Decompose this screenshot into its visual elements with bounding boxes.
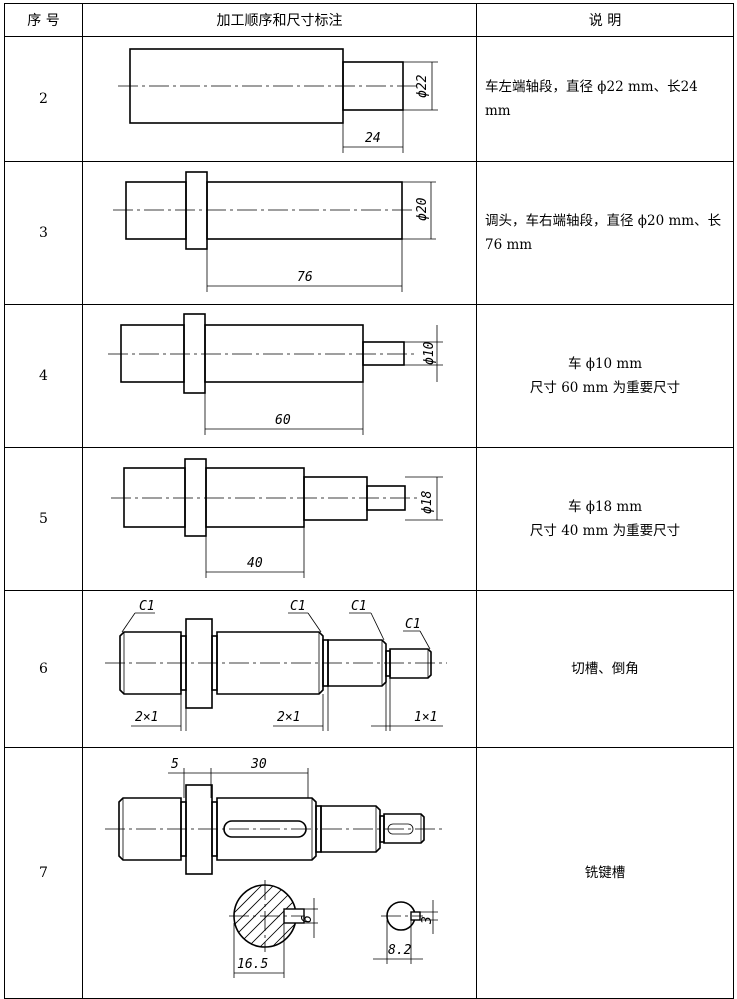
row-number: 2 bbox=[4, 36, 83, 162]
dim-c1-b: C1 bbox=[290, 599, 306, 614]
row-desc: 车左端轴段，直径 ϕ22 mm、长24 mm bbox=[476, 36, 734, 162]
drawing-step-4: ϕ10 60 bbox=[82, 304, 477, 448]
table-row: 7 5 30 bbox=[4, 747, 734, 999]
dim-76: 76 bbox=[297, 270, 313, 285]
dim-6: 6 bbox=[300, 915, 315, 923]
dim-40: 40 bbox=[247, 556, 263, 571]
dim-c1-d: C1 bbox=[405, 617, 421, 632]
header-desc: 说 明 bbox=[476, 3, 734, 37]
row-number: 7 bbox=[4, 747, 83, 999]
desc-line: 尺寸 40 mm 为重要尺寸 bbox=[529, 523, 681, 539]
dim-24: 24 bbox=[365, 131, 381, 146]
table-row: 5 ϕ18 40 车 ϕ18 mm 尺寸 40 mm 为重要尺寸 bbox=[4, 447, 734, 591]
table-row: 4 ϕ10 60 车 ϕ10 mm 尺寸 60 mm 为重要尺寸 bbox=[4, 304, 734, 448]
row-desc: 车 ϕ10 mm 尺寸 60 mm 为重要尺寸 bbox=[476, 304, 734, 448]
row-desc: 切槽、倒角 bbox=[476, 590, 734, 748]
row-number: 4 bbox=[4, 304, 83, 448]
dim-c1-a: C1 bbox=[139, 599, 155, 614]
header-process: 加工顺序和尺寸标注 bbox=[82, 3, 477, 37]
row-desc: 车 ϕ18 mm 尺寸 40 mm 为重要尺寸 bbox=[476, 447, 734, 591]
dim-30: 30 bbox=[250, 757, 267, 772]
dim-8-2: 8.2 bbox=[388, 943, 412, 958]
row-number: 3 bbox=[4, 161, 83, 305]
header-row: 序 号 加工顺序和尺寸标注 说 明 bbox=[4, 3, 734, 37]
drawing-step-7: 5 30 bbox=[82, 747, 477, 999]
row-desc: 调头，车右端轴段，直径 ϕ20 mm、长 76 mm bbox=[476, 161, 734, 305]
process-table: 序 号 加工顺序和尺寸标注 说 明 2 ϕ22 24 车左端轴段，直径 ϕ22 … bbox=[4, 3, 734, 999]
drawing-step-3: ϕ20 76 bbox=[82, 161, 477, 305]
dim-phi10: ϕ10 bbox=[422, 341, 437, 365]
table-row: 6 C1 C1 bbox=[4, 590, 734, 748]
desc-line: 车 ϕ18 mm bbox=[567, 499, 643, 515]
dim-c1-c: C1 bbox=[351, 599, 367, 614]
desc-line: 车 ϕ10 mm bbox=[567, 356, 643, 372]
header-no: 序 号 bbox=[4, 3, 83, 37]
dim-60: 60 bbox=[275, 413, 291, 428]
dim-groove-b: 2×1 bbox=[277, 710, 300, 725]
drawing-step-5: ϕ18 40 bbox=[82, 447, 477, 591]
dim-phi20: ϕ20 bbox=[415, 197, 430, 221]
dim-groove-a: 2×1 bbox=[135, 710, 158, 725]
table-row: 2 ϕ22 24 车左端轴段，直径 ϕ22 mm、长24 mm bbox=[4, 36, 734, 162]
dim-16-5: 16.5 bbox=[237, 957, 268, 972]
dim-phi22: ϕ22 bbox=[415, 74, 430, 98]
dim-5: 5 bbox=[171, 757, 179, 772]
drawing-step-6: C1 C1 C1 C1 2×1 2×1 1×1 bbox=[82, 590, 477, 748]
drawing-step-2: ϕ22 24 bbox=[82, 36, 477, 162]
row-number: 5 bbox=[4, 447, 83, 591]
dim-3: 3 bbox=[420, 916, 435, 925]
row-number: 6 bbox=[4, 590, 83, 748]
dim-phi18: ϕ18 bbox=[420, 490, 435, 514]
row-desc: 铣键槽 bbox=[476, 747, 734, 999]
table-row: 3 ϕ20 76 调头，车右端轴段，直径 ϕ20 mm、长 76 mm bbox=[4, 161, 734, 305]
dim-groove-c: 1×1 bbox=[414, 710, 437, 725]
desc-line: 尺寸 60 mm 为重要尺寸 bbox=[529, 380, 681, 396]
